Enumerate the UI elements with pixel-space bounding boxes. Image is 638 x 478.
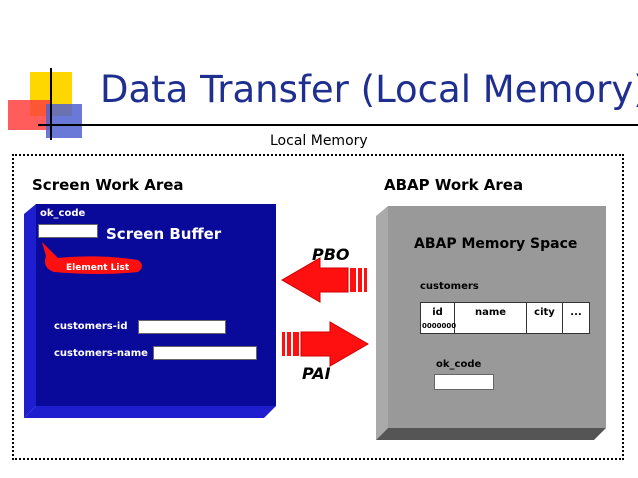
abap-work-area-title: ABAP Work Area (384, 176, 524, 194)
page-title: Data Transfer (Local Memory) (100, 68, 638, 111)
table-header-name: name (455, 303, 527, 333)
pai-label: PAI (302, 364, 331, 383)
screen-ok-code-label: ok_code (40, 208, 86, 219)
abap-memory-space-label: ABAP Memory Space (414, 236, 578, 252)
logo-vertical-line (50, 68, 52, 140)
table-header-more: ... (570, 307, 582, 318)
customers-id-label: customers-id (54, 321, 128, 332)
table-id-value: 0000000 (422, 322, 457, 330)
abap-customers-label: customers (420, 281, 479, 292)
table-header-city: city (527, 303, 563, 333)
screen-work-area-title: Screen Work Area (32, 176, 184, 194)
customers-name-label: customers-name (54, 348, 148, 359)
table-header-id: id (421, 303, 455, 333)
abap-ok-code-field[interactable] (434, 374, 494, 390)
customers-id-field[interactable] (138, 320, 226, 334)
screen-buffer-label: Screen Buffer (106, 225, 222, 243)
local-memory-label: Local Memory (270, 133, 368, 149)
pai-arrow (282, 321, 369, 367)
element-list-callout (42, 242, 142, 274)
customers-table: id name city ... 0000000 (420, 302, 590, 334)
local-memory-boundary (12, 154, 624, 460)
customers-name-field[interactable] (153, 346, 257, 360)
screen-ok-code-field[interactable] (38, 224, 98, 238)
title-rule (38, 124, 638, 126)
element-list-label: Element List (66, 263, 130, 273)
pbo-label: PBO (312, 245, 350, 264)
pbo-arrow (281, 257, 367, 303)
logo-blue-square (46, 104, 82, 138)
abap-ok-code-label: ok_code (436, 359, 482, 370)
